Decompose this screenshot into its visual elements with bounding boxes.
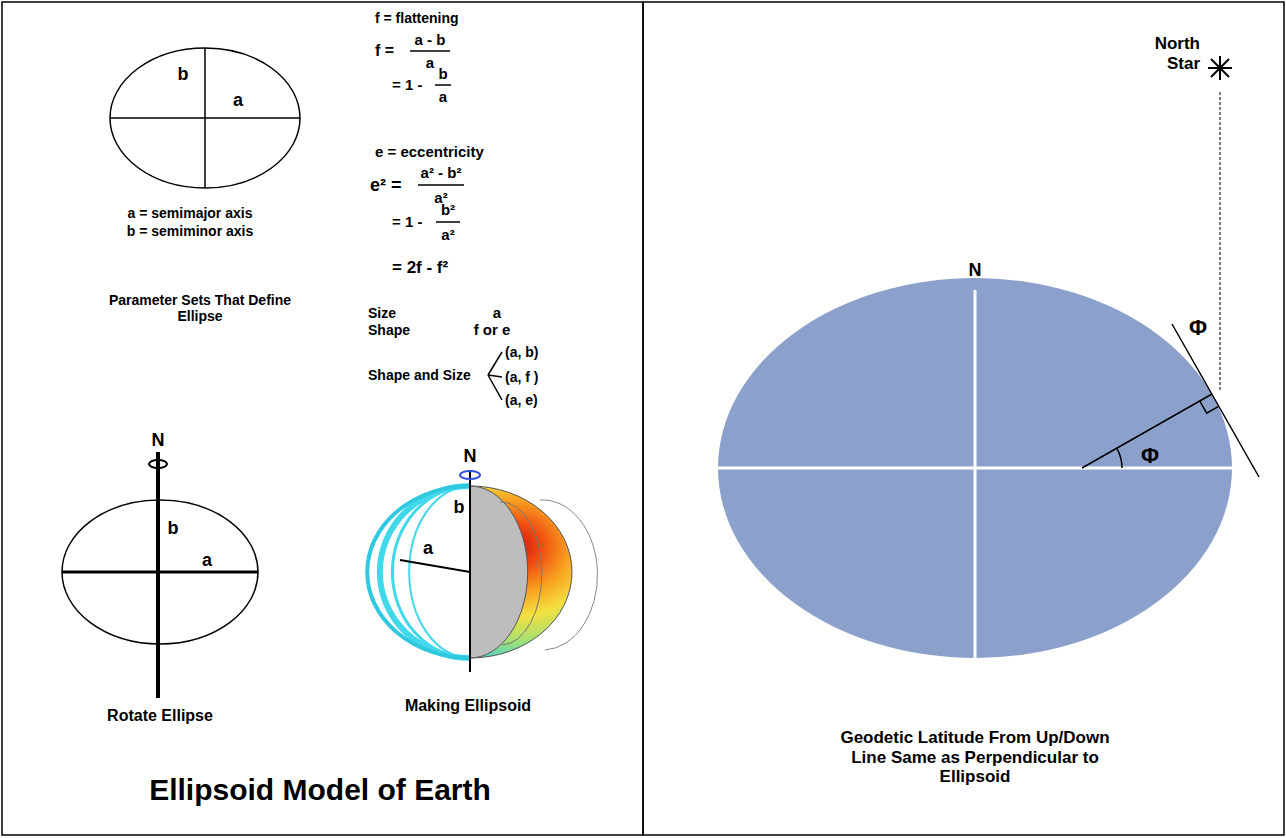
diagram-label: b² <box>441 201 455 218</box>
latitude-construction <box>1082 92 1259 477</box>
diagram-label: (a, b) <box>505 344 538 360</box>
diagram-label: a <box>439 88 447 105</box>
diagram-label: N <box>969 260 982 281</box>
diagram-label: a² <box>441 226 454 243</box>
panel-border <box>643 2 1284 835</box>
diagram-label: a - b <box>415 31 446 48</box>
diagram-label: N <box>152 430 165 451</box>
diagram-label: b <box>168 518 179 539</box>
diagram-label: Size <box>368 305 396 321</box>
diagram-label: b <box>454 497 465 518</box>
panel-border <box>2 2 643 835</box>
caption-text: Geodetic Latitude From Up/Down Line Same… <box>825 728 1125 787</box>
star-name: North Star <box>1140 34 1200 73</box>
diagram-label: a <box>493 304 501 321</box>
diagram-label: (a, f ) <box>505 369 538 385</box>
diagram-label: e = eccentricity <box>375 143 484 160</box>
diagram-label: e² = <box>370 175 402 196</box>
diagram-label: b <box>438 65 447 82</box>
diagram-label: Parameter Sets That Define Ellipse <box>100 292 300 324</box>
ellipse-figure <box>110 48 300 188</box>
diagram-label: = 1 - <box>392 213 422 230</box>
diagram-label: b = semiminor axis <box>127 223 253 239</box>
diagram-label: a <box>423 538 433 559</box>
diagram-label: a <box>426 54 434 71</box>
diagram-label: (a, e) <box>505 392 538 408</box>
diagram-label: Making Ellipsoid <box>405 697 531 715</box>
diagram-label: N <box>464 446 477 467</box>
diagram-label: = 2f - f² <box>392 258 448 278</box>
diagram-label: b <box>178 64 189 85</box>
rotate-ellipse-figure <box>62 452 258 698</box>
diagram-label: Φ <box>1141 443 1159 468</box>
diagram-label: a <box>233 90 243 111</box>
diagram-label: Φ <box>1189 315 1207 340</box>
diagram-label: f = flattening <box>375 10 459 26</box>
diagram-label: f = <box>375 42 394 60</box>
bracket <box>488 352 502 400</box>
ellipsoid-figure <box>367 470 597 672</box>
earth-ellipse <box>718 278 1232 658</box>
diagram-label: a = semimajor axis <box>128 205 253 221</box>
diagram-label: Rotate Ellipse <box>107 707 213 725</box>
diagram-label: a² - b² <box>421 164 462 181</box>
figure-title: Ellipsoid Model of Earth <box>149 773 491 808</box>
diagram-label: Shape <box>368 322 410 338</box>
diagram-label: = 1 - <box>392 76 422 93</box>
diagram-label: Shape and Size <box>368 367 471 383</box>
diagram-label: f or e <box>474 321 511 338</box>
north-star-symbol <box>1208 56 1232 80</box>
diagram-label: a <box>202 550 212 571</box>
